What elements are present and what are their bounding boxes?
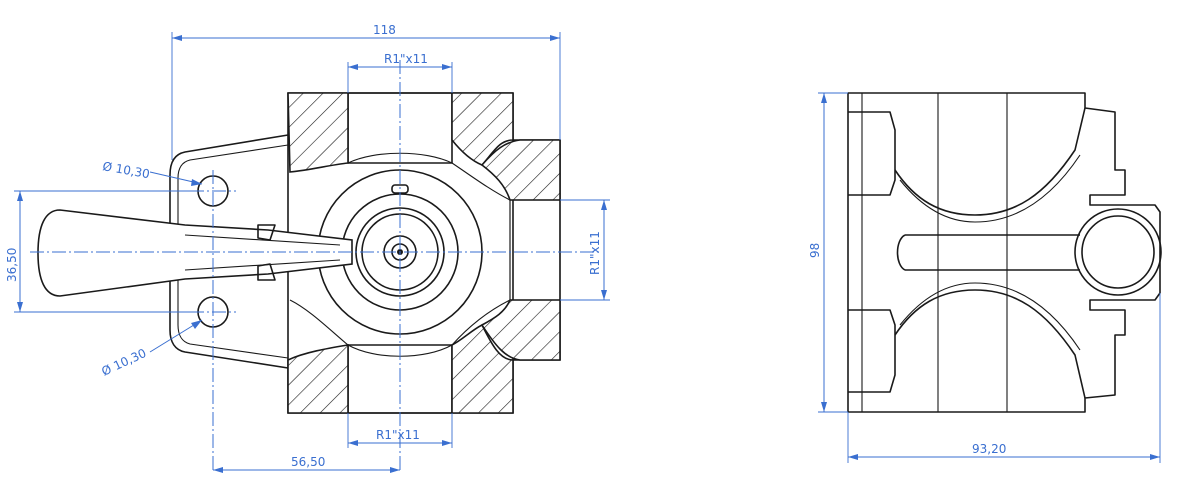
section-hatch-right-upper: [480, 139, 561, 201]
dim-port-top-arrow-right: [442, 64, 452, 70]
handle-clamp-lower: [257, 263, 276, 281]
dim-side-height-label: 98: [808, 243, 822, 258]
dim-port-right-arrow-bottom: [601, 290, 607, 300]
dim-port-bottom-label: R1"x11: [376, 428, 420, 442]
front-view: 118 R1"x11 R1"x11 R1"x11 36,50 Ø 10,30: [5, 23, 610, 473]
dim-port-bottom-arrow-right: [442, 440, 452, 446]
side-view: 98 93,20: [808, 92, 1162, 463]
dim-hole-spacing-label: 36,50: [5, 248, 19, 282]
dim-side-width-arrow-right: [1150, 454, 1160, 460]
dim-port-right-label: R1"x11: [588, 231, 602, 275]
side-left-flange-lower: [848, 309, 896, 393]
dim-hole-offset-label: 56,50: [291, 455, 325, 469]
dim-hole-offset-arrow-right: [390, 467, 400, 473]
dim-overall-width-arrow-right: [550, 35, 560, 41]
dim-hole-lower-arrow: [191, 320, 202, 329]
dim-hole-spacing-arrow-top: [17, 191, 23, 201]
dim-hole-upper-label: Ø 10,30: [101, 159, 150, 181]
section-hatch-top-left: [287, 92, 349, 173]
handle-clamp-upper: [257, 224, 276, 241]
dim-overall-width-arrow-left: [172, 35, 182, 41]
handle-lever: [37, 209, 353, 297]
dim-port-top-label: R1"x11: [384, 52, 428, 66]
dim-hole-upper-arrow: [191, 179, 202, 186]
dim-side-width-label: 93,20: [972, 442, 1006, 456]
right-port-bore: [509, 199, 561, 301]
section-hatch-right-lower: [480, 299, 561, 361]
dim-overall-width-label: 118: [373, 23, 396, 37]
side-lower-cavity: [894, 289, 1086, 399]
side-upper-cavity-inner: [899, 154, 1081, 223]
side-upper-cavity: [894, 107, 1086, 216]
side-bore-end: [896, 234, 906, 271]
handle-lever-edge-top: [184, 234, 341, 246]
dim-hole-spacing-arrow-bottom: [17, 302, 23, 312]
dim-side-height-arrow-bottom: [821, 402, 827, 412]
dim-port-bottom-arrow-left: [348, 440, 358, 446]
side-port-outer-circle: [1074, 208, 1162, 296]
side-port-inner-circle: [1081, 215, 1155, 289]
side-left-flange: [848, 111, 896, 196]
inner-cavity: [289, 152, 511, 357]
section-hatch-bottom-left: [287, 344, 349, 414]
dim-side-width-arrow-left: [848, 454, 858, 460]
dim-port-top-arrow-left: [348, 64, 358, 70]
dim-hole-offset-arrow-left: [213, 467, 223, 473]
dim-side-height-arrow-top: [821, 93, 827, 103]
dim-port-right-arrow-top: [601, 200, 607, 210]
side-lower-cavity-inner: [899, 282, 1081, 351]
dim-hole-lower-label: Ø 10,30: [99, 346, 148, 379]
